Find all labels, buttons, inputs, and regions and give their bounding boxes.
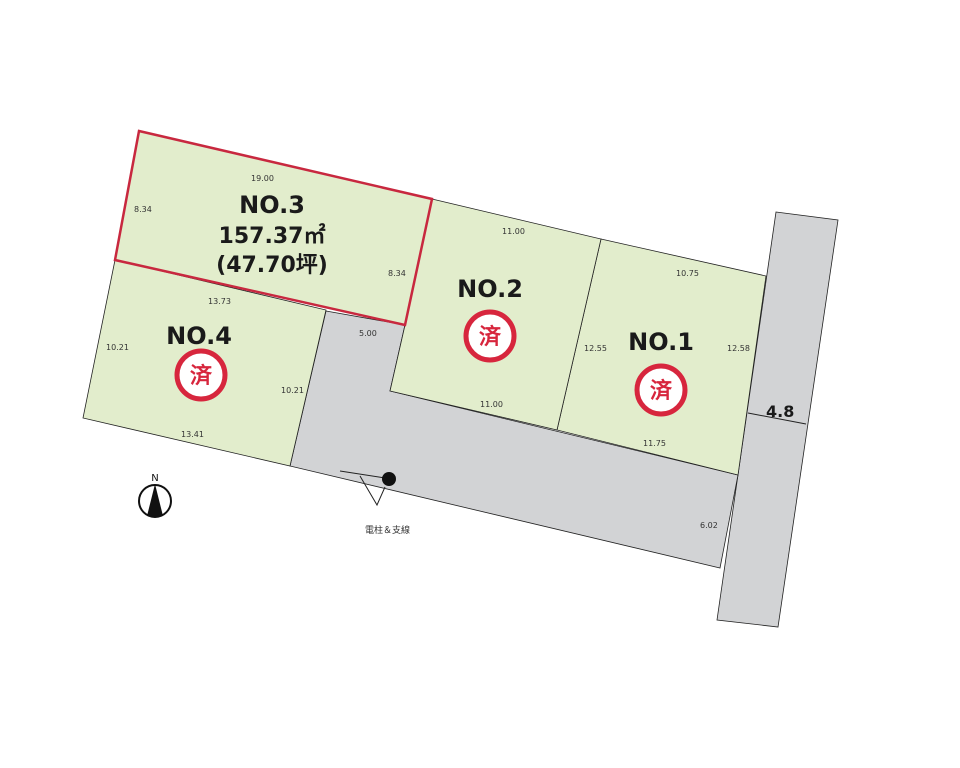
no4-dim-left: 10.21 (106, 343, 129, 352)
no4-dim-bottom: 13.41 (181, 430, 204, 439)
no4-dim-right: 10.21 (281, 386, 304, 395)
road-width-line (747, 412, 807, 425)
no2-sold-mark: 済 (479, 324, 502, 350)
no4-sold-mark: 済 (190, 363, 213, 389)
no2-dim-bottom: 11.00 (480, 400, 503, 409)
no1-label: NO.1 (628, 328, 694, 356)
no3-area-tsubo: (47.70坪) (216, 253, 328, 278)
utility-pole-icon (339, 470, 396, 507)
no1-sold-mark: 済 (650, 378, 673, 404)
no1-dim-bottom: 11.75 (643, 439, 666, 448)
public-road-width: 4.8 (766, 402, 794, 421)
no4-dim-top: 13.73 (208, 297, 231, 306)
no4-sold-badge (174, 348, 228, 402)
public-road (716, 211, 839, 628)
no1-dim-top: 10.75 (676, 269, 699, 278)
pole-label: 電柱＆支線 (365, 524, 410, 536)
road-dim-width: 5.00 (359, 329, 377, 338)
no2-sold-badge (463, 309, 517, 363)
no3-label: NO.3 (239, 191, 305, 219)
no2-dim-top: 11.00 (502, 227, 525, 236)
no1-sold-badge (634, 363, 688, 417)
north-arrow-icon (138, 484, 172, 518)
lot-no3[interactable] (113, 129, 434, 327)
no1-dim-left: 12.55 (584, 344, 607, 353)
no3-dim-left: 8.34 (134, 205, 152, 214)
no3-dim-top: 19.00 (251, 174, 274, 183)
no2-label: NO.2 (457, 275, 523, 303)
no3-dim-right: 8.34 (388, 269, 406, 278)
no4-label: NO.4 (166, 322, 232, 350)
no1-dim-right: 12.58 (727, 344, 750, 353)
no3-area-m2: 157.37㎡ (219, 223, 326, 249)
road-dim-end: 6.02 (700, 521, 718, 530)
north-label: N (151, 473, 158, 484)
